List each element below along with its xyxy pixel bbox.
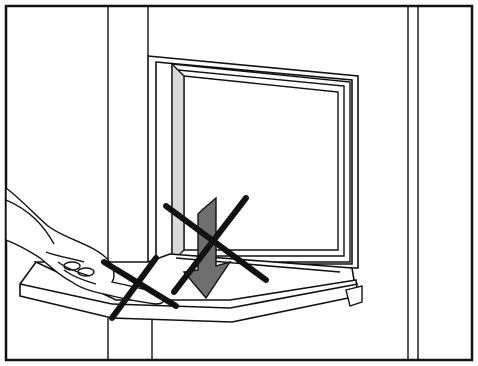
- door-hinge: [345, 285, 363, 307]
- prohibited-cross-icon-small: [101, 255, 179, 321]
- hand-icon: [5, 186, 166, 305]
- illustration-frame: [4, 4, 474, 362]
- prohibited-cross-icon: [163, 195, 269, 295]
- cabinet-lines: [107, 6, 419, 360]
